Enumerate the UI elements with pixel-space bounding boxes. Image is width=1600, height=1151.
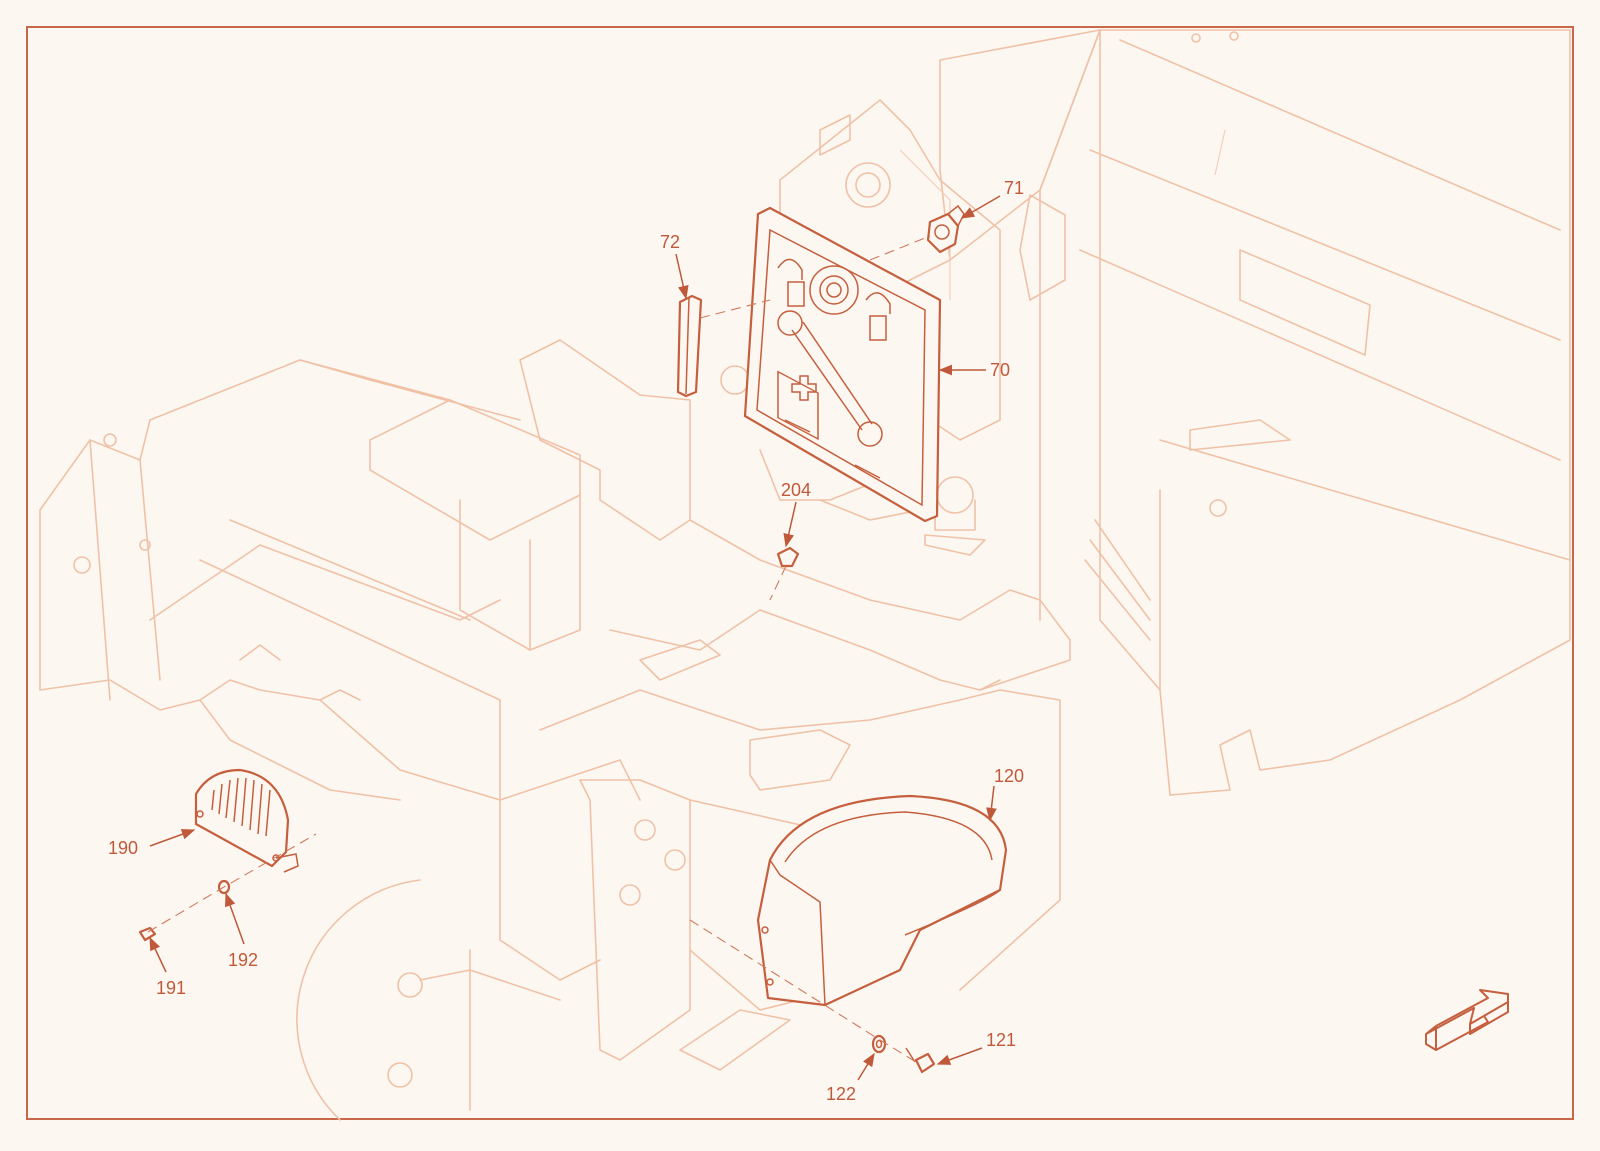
- padlock-icon: [777, 258, 891, 341]
- callout-labels: 71 72 70 204 120 121 122 190 191 192: [108, 178, 1024, 1104]
- callout-204: 204: [781, 480, 811, 500]
- direction-arrow-icon: [1425, 989, 1509, 1051]
- latch-part-71[interactable]: [926, 204, 965, 254]
- bolt-part-121[interactable]: [905, 1047, 936, 1074]
- fender-cover-part-120[interactable]: [756, 794, 1008, 1007]
- callout-72: 72: [660, 232, 680, 252]
- callout-121: 121: [986, 1030, 1016, 1050]
- assembly-lines: [147, 235, 931, 1063]
- grille-slots: [211, 777, 271, 837]
- wrench-icon: [777, 310, 883, 447]
- clip-part-204[interactable]: [776, 546, 800, 568]
- callout-120: 120: [994, 766, 1024, 786]
- callout-70: 70: [990, 360, 1010, 380]
- machine-frame-ghost: [39, 29, 1571, 1121]
- callout-192: 192: [228, 950, 258, 970]
- callout-191: 191: [156, 978, 186, 998]
- callout-71: 71: [1004, 178, 1024, 198]
- toolbox-tray-part-70[interactable]: [743, 206, 942, 523]
- callout-122: 122: [826, 1084, 856, 1104]
- washer-part-122[interactable]: [871, 1034, 887, 1054]
- callout-190: 190: [108, 838, 138, 858]
- drawing-frame: [26, 26, 1574, 1120]
- leader-lines: [149, 195, 1001, 1081]
- seal-strip-part-72[interactable]: [676, 294, 703, 398]
- grille-cover-part-190[interactable]: [194, 768, 299, 873]
- screw-part-191[interactable]: [138, 926, 157, 942]
